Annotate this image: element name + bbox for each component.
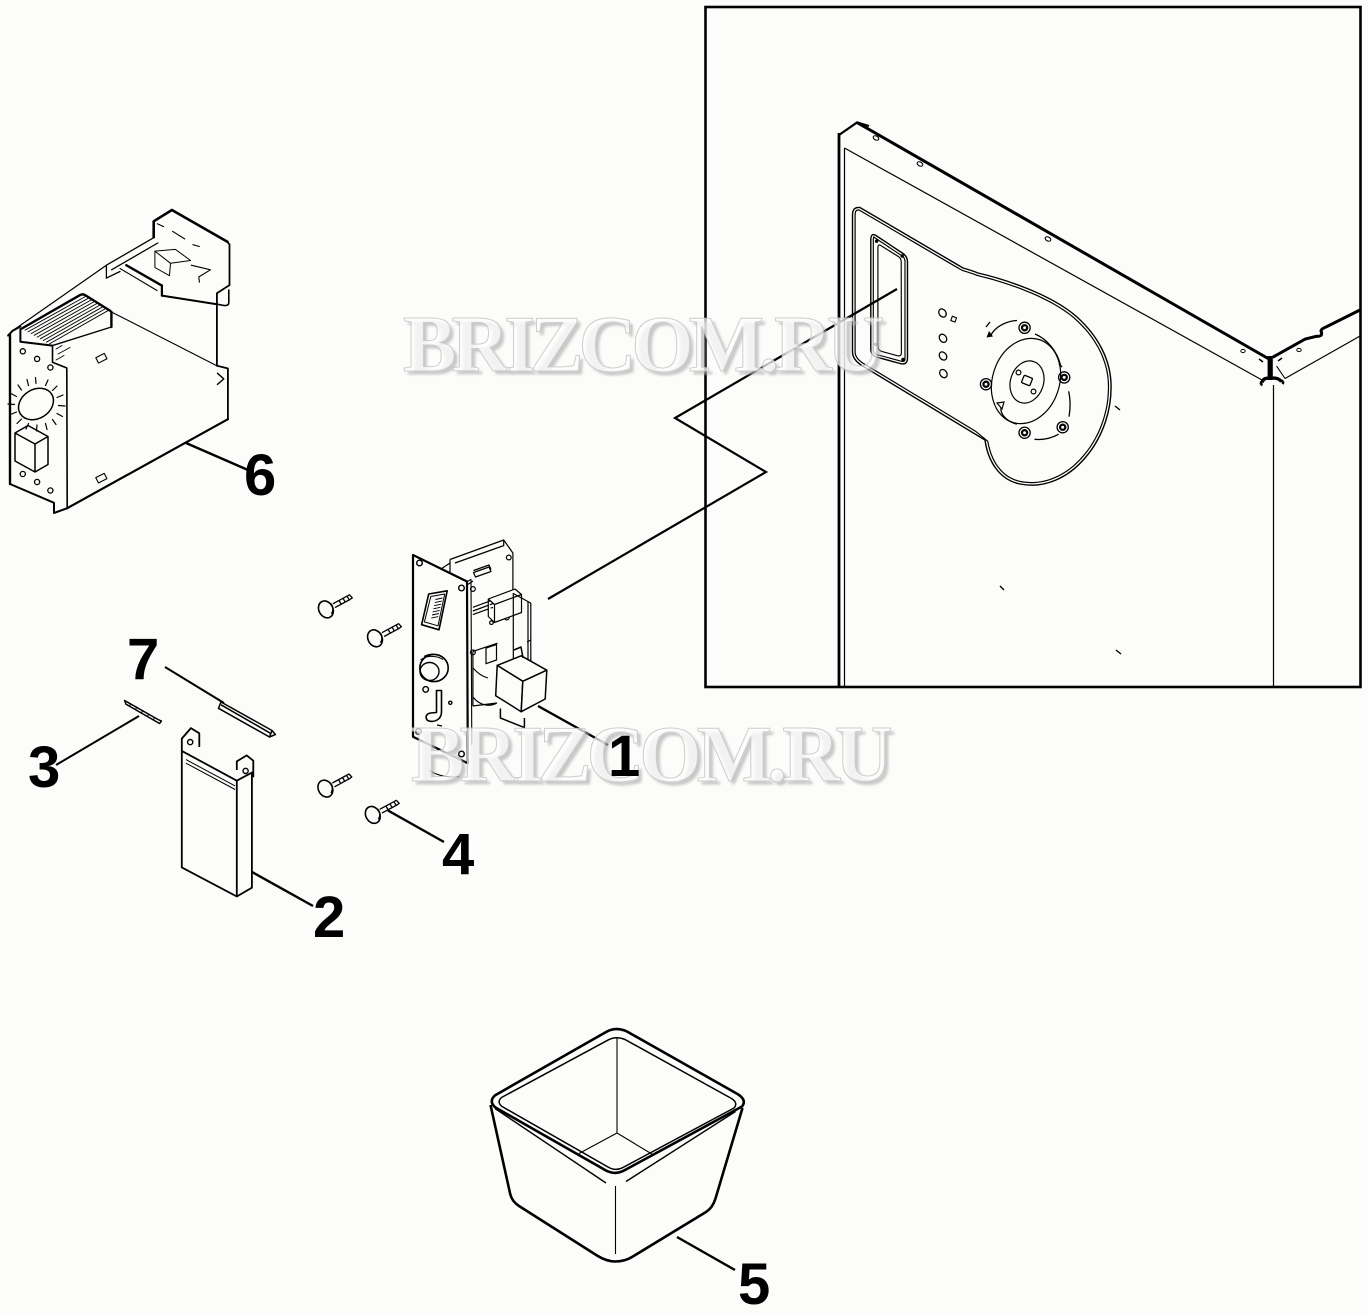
svg-text:5: 5 <box>738 1252 770 1315</box>
svg-text:BRIZCOM.RU: BRIZCOM.RU <box>407 305 887 393</box>
svg-text:1: 1 <box>608 724 640 789</box>
svg-text:BRIZCOM.RU: BRIZCOM.RU <box>403 301 883 389</box>
svg-text:BRIZCOM.RU: BRIZCOM.RU <box>415 715 895 803</box>
svg-text:BRIZCOM.RU: BRIZCOM.RU <box>411 711 891 799</box>
svg-text:6: 6 <box>244 443 276 508</box>
svg-text:2: 2 <box>313 885 345 950</box>
svg-text:4: 4 <box>442 822 474 887</box>
svg-text:3: 3 <box>28 735 60 800</box>
svg-text:7: 7 <box>127 627 159 692</box>
